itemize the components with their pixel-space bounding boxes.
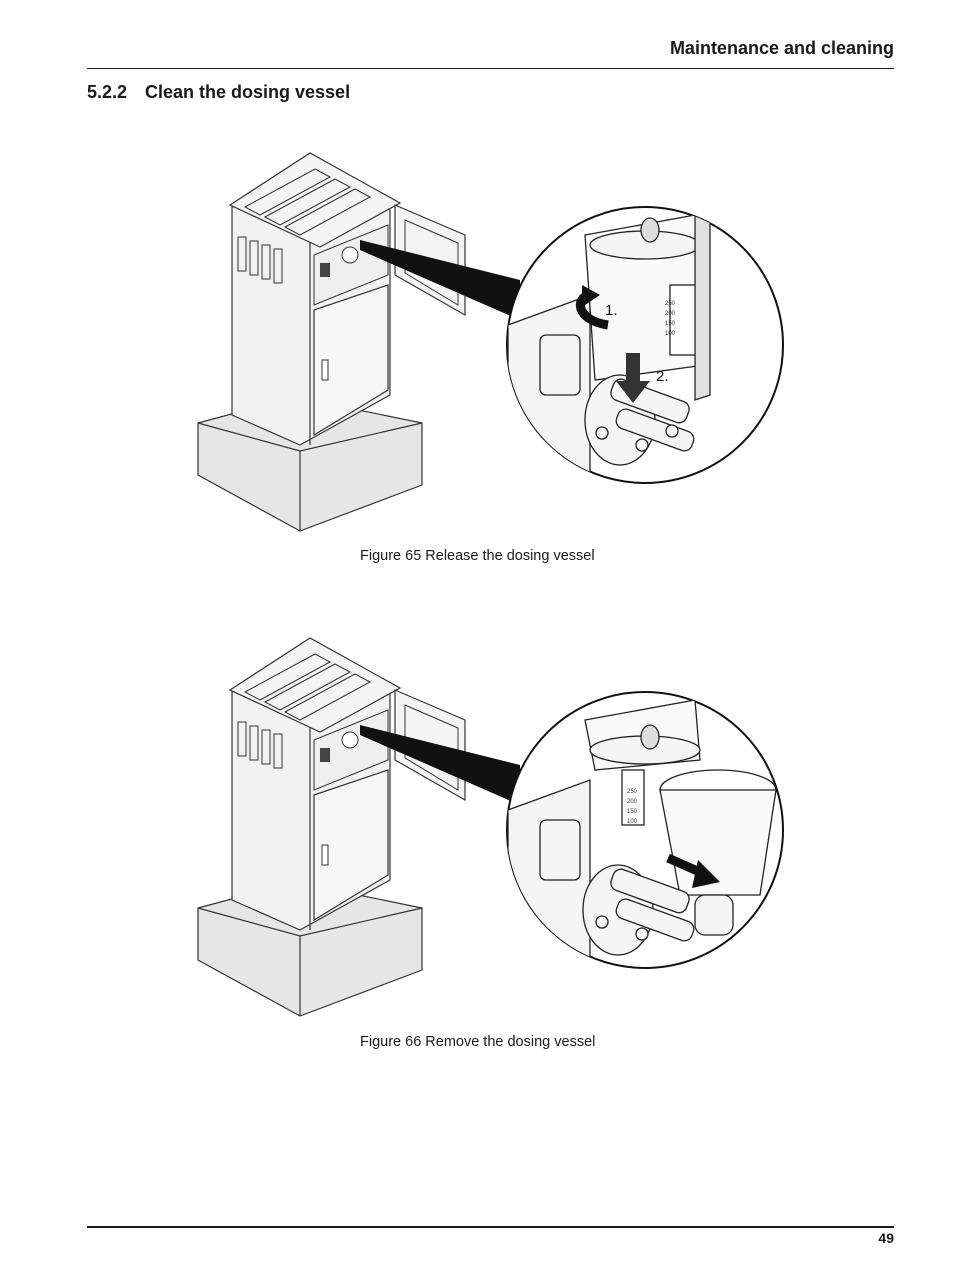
- analyzer-release-drawing: 250 200 150 100 1. 2.: [197, 152, 784, 532]
- figure-65-illustration: 250 200 150 100 1. 2.: [190, 145, 790, 540]
- svg-text:100: 100: [627, 819, 638, 825]
- svg-text:150: 150: [627, 809, 638, 815]
- figure-66-illustration: 250 200 150 100: [190, 630, 790, 1025]
- figure-66-caption: Figure 66 Remove the dosing vessel: [360, 1034, 596, 1050]
- page-number: 49: [878, 1230, 894, 1246]
- volume-scale: 250 200 150 100: [665, 301, 676, 337]
- volume-scale: 250 200 150 100: [627, 789, 638, 825]
- down-arrow-icon: [626, 353, 640, 383]
- callout-step-1: 1.: [605, 302, 618, 319]
- svg-text:250: 250: [627, 789, 638, 795]
- callout-step-2: 2.: [656, 368, 669, 385]
- section-title-text: Clean the dosing vessel: [145, 82, 351, 102]
- section-number: 5.2.2: [87, 82, 128, 102]
- svg-text:150: 150: [665, 321, 676, 327]
- svg-text:200: 200: [627, 799, 638, 805]
- header-divider: [87, 68, 894, 69]
- figure-65-caption: Figure 65 Release the dosing vessel: [360, 548, 595, 564]
- svg-text:100: 100: [665, 331, 676, 337]
- analyzer-remove-drawing: 250 200 150 100: [197, 637, 784, 1017]
- svg-text:200: 200: [665, 311, 676, 317]
- footer-divider: [87, 1226, 894, 1228]
- section-heading: 5.2.2 Clean the dosing vessel: [87, 82, 350, 103]
- svg-text:250: 250: [665, 301, 676, 307]
- running-header: Maintenance and cleaning: [669, 38, 894, 58]
